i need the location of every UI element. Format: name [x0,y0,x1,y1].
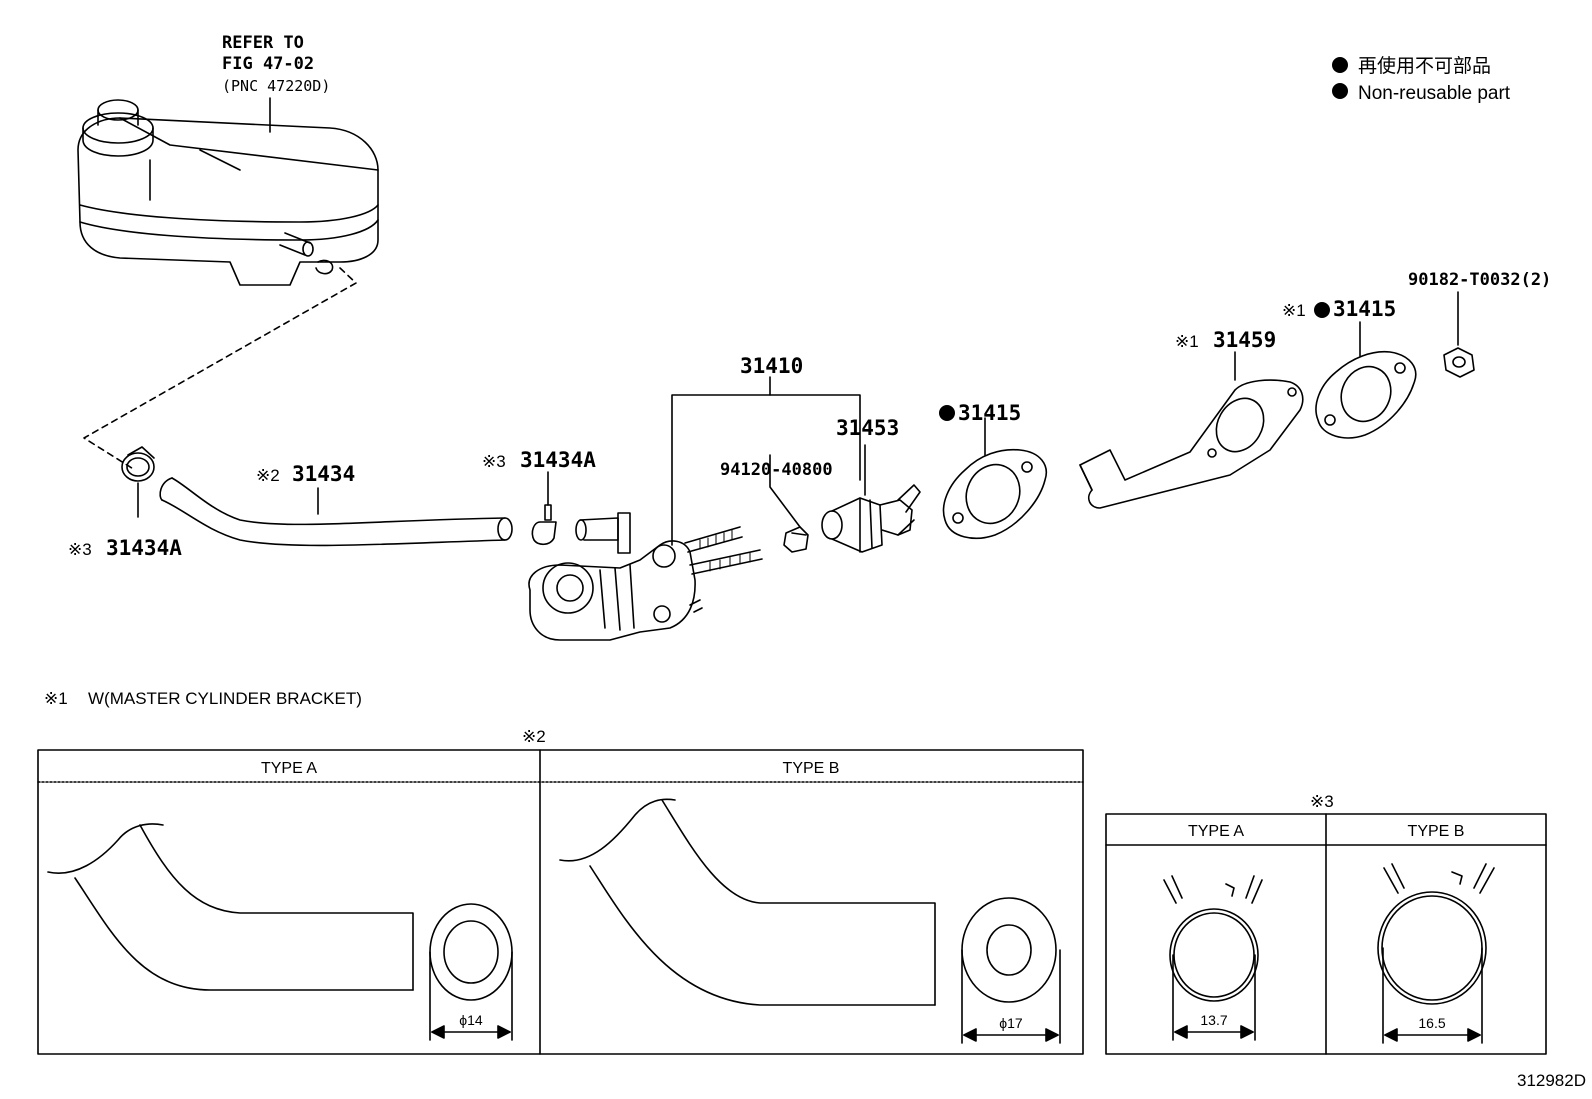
table3-mark: ※3 [1310,792,1334,811]
bracket-drawing [1079,351,1304,509]
callout-mark: ※3 [482,452,506,471]
non-reusable-bullet-icon [1332,57,1348,73]
hose-route-dashed [83,267,357,471]
nut-drawing [769,454,809,553]
table2-dim-b: ϕ17 [999,1015,1023,1031]
table2-dim-a: ϕ14 [459,1012,483,1028]
hose-clamp-mid-drawing [531,471,557,546]
hose-clamp-left-drawing [121,446,155,518]
non-reusable-bullet-icon [1314,302,1330,318]
table-hose-types [37,749,1084,1055]
reservoir-tank-drawing [77,97,379,286]
footnote-text: W(MASTER CYLINDER BRACKET) [88,689,362,708]
bolt-drawing [1443,291,1475,378]
reference-line1: REFER TO [222,33,304,53]
master-cylinder-drawing [528,376,861,641]
footnote-mark: ※1 [44,689,68,708]
figure-id: 312982D [1517,1071,1586,1090]
legend-en: Non-reusable part [1358,83,1511,104]
callout-part-number: 31434A [520,448,596,472]
table-clamp-types [1105,813,1547,1055]
non-reusable-bullet-icon [939,405,955,421]
reference-note: REFER TO FIG 47-02 (PNC 47220D) [222,33,330,95]
callout-mark: ※2 [256,466,280,485]
table2-header-type-b: TYPE B [783,760,840,777]
callout-mark: ※1 [1282,301,1306,320]
callout-part-number: 31459 [1213,328,1276,352]
legend-jp: 再使用不可部品 [1358,55,1491,77]
hose-drawing [159,477,513,547]
table3-header-type-a: TYPE A [1188,823,1244,840]
callout-part-number: 31434A [106,536,182,560]
callout-part-number: 31410 [740,354,803,378]
callout-part-number: 31415 [958,401,1021,425]
callout-part-number: 31453 [836,416,899,440]
non-reusable-bullet-icon [1332,83,1348,99]
table2-header-type-a: TYPE A [261,760,317,777]
callout-part-number: 94120-40800 [720,460,833,480]
callout-part-number: 31415 [1333,297,1396,321]
gasket-mid-drawing [942,417,1047,540]
table3-dim-b: 16.5 [1418,1015,1445,1031]
callout-part-number: 31434 [292,462,355,486]
table3-header-type-b: TYPE B [1408,823,1465,840]
callout-mark: ※3 [68,540,92,559]
gasket-right-drawing [1315,321,1417,439]
push-rod-drawing [821,444,921,553]
callout-mark: ※1 [1175,332,1199,351]
table2-mark: ※2 [522,727,546,746]
reference-line3: (PNC 47220D) [222,77,330,95]
callout-part-number: 90182-T0032(2) [1408,270,1551,290]
table3-dim-a: 13.7 [1200,1012,1227,1028]
reference-line2: FIG 47-02 [222,54,314,74]
